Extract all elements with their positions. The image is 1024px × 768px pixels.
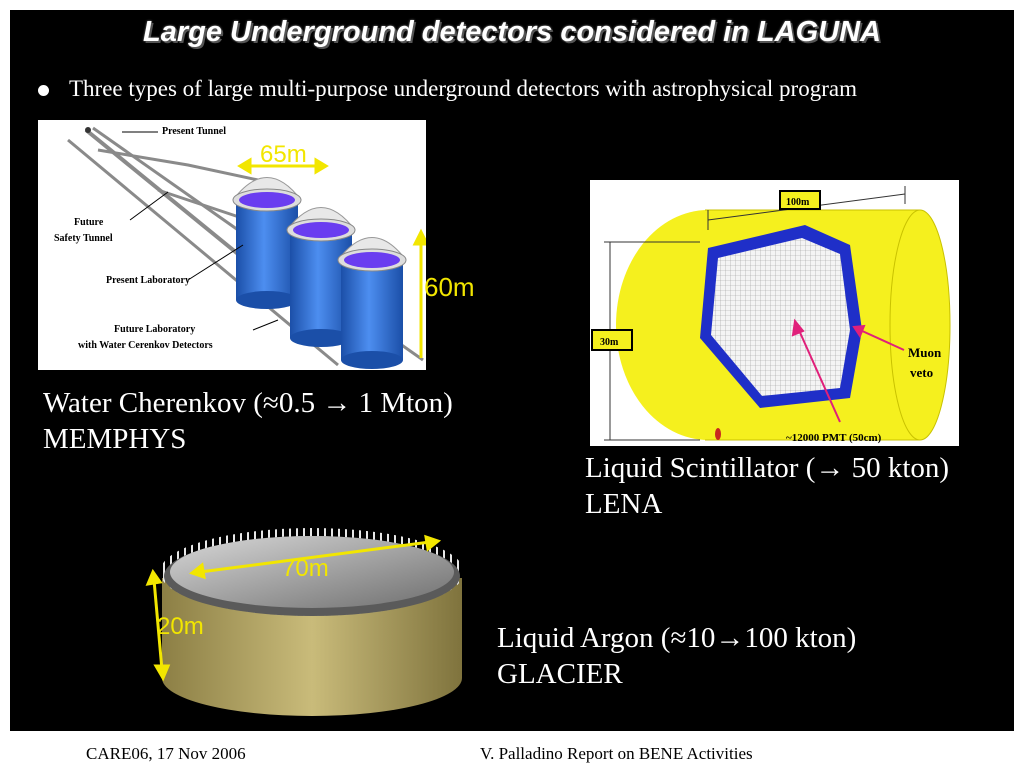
tank-1 [232,177,302,309]
memphys-diagram: 65m Present Tunnel Future Safety Tunnel … [38,120,426,370]
label-present-tunnel: Present Tunnel [162,126,226,137]
glacier-diameter-label: 70m [282,555,329,582]
lena-cutaway [700,225,862,408]
lena-length-label: 100m [786,197,810,208]
tunnel-entrance-icon [85,127,91,133]
glacier-dimension-arrows [145,534,442,682]
memphys-height-label: 60m [424,272,475,302]
glacier-caption-line1: Liquid Argon (≈10→100 kton) [497,622,857,654]
lena-pmt-label: ~12000 PMT (50cm) [786,432,882,444]
memphys-caption: Water Cherenkov (≈0.5 → 1 Mton) MEMPHYS [43,385,453,457]
bullet-text: Three types of large multi-purpose under… [69,76,857,101]
bullet-point: Three types of large multi-purpose under… [38,76,857,102]
lena-marker-icon [715,428,721,440]
label-future-safety-tunnel-1: Future [74,217,104,228]
lena-caption-line2: LENA [585,488,663,520]
memphys-dimension-arrows [237,157,426,358]
glacier-svg [145,528,464,716]
lena-caption: Liquid Scintillator (→ 50 kton) LENA [585,450,949,522]
memphys-svg: 65m Present Tunnel Future Safety Tunnel … [54,126,426,369]
footer-left: CARE06, 17 Nov 2006 [86,744,246,763]
lena-svg: 100m 30m Muon veto ~12000 PMT (50cm) [591,186,951,444]
lena-diagram: 100m 30m Muon veto ~12000 PMT (50cm) [590,180,959,446]
label-future-safety-tunnel-2: Safety Tunnel [54,233,113,244]
memphys-caption-line1: Water Cherenkov (≈0.5 → 1 Mton) [43,387,453,419]
lena-muon-veto-label-2: veto [910,365,933,380]
footer-right: V. Palladino Report on BENE Activities [480,744,753,763]
memphys-caption-line2: MEMPHYS [43,423,187,455]
label-future-laboratory-2: with Water Cerenkov Detectors [78,340,213,351]
glacier-caption-line2: GLACIER [497,658,623,690]
glacier-height-label: 20m [157,613,204,640]
lena-caption-line1: Liquid Scintillator (→ 50 kton) [585,452,950,484]
tank-3 [337,237,407,369]
tank-2 [286,207,356,347]
lena-arrows [791,318,905,423]
label-future-laboratory-1: Future Laboratory [114,324,195,335]
memphys-width-label: 65m [260,141,307,168]
lena-muon-veto-label-1: Muon [908,345,942,360]
bullet-dot-icon [38,85,49,97]
slide: Large Underground detectors considered i… [10,10,1014,731]
slide-title: Large Underground detectors considered i… [143,16,881,48]
lena-diameter-label: 30m [600,337,619,348]
glacier-caption: Liquid Argon (≈10→100 kton) GLACIER [497,620,856,692]
label-present-laboratory: Present Laboratory [106,275,190,286]
glacier-cylinder [160,528,464,716]
glacier-diagram [140,510,480,720]
